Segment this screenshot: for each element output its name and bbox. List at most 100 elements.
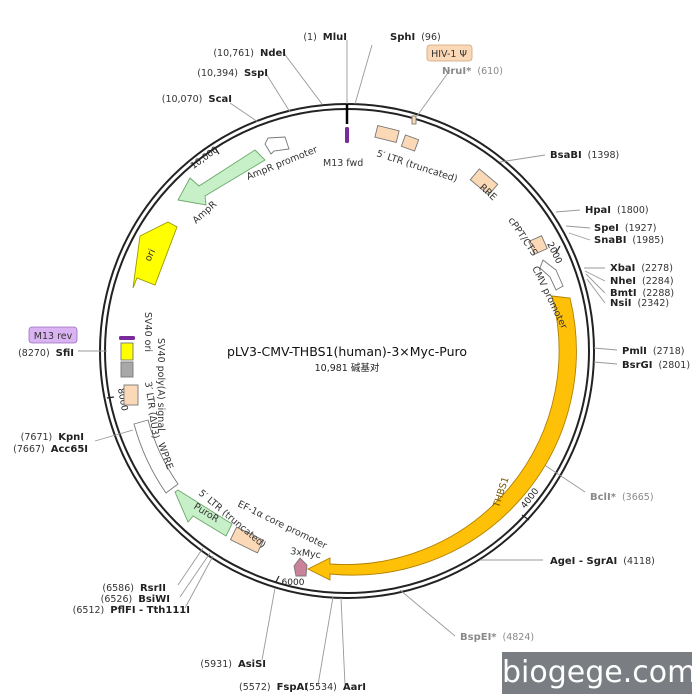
- primer-label-m13fwd: M13 fwd: [323, 158, 363, 169]
- restriction-site-name: BspEI*: [460, 632, 497, 643]
- restriction-site-position: (1398): [588, 150, 620, 161]
- restriction-site[interactable]: SpeI(1927): [594, 223, 656, 234]
- primer-bar-hiv1-psi: [411, 115, 417, 125]
- restriction-site-position: (2288): [643, 288, 675, 299]
- restriction-site[interactable]: BspEI* (4824): [460, 632, 534, 643]
- features: [120, 115, 577, 581]
- primer-m13-fwd[interactable]: [345, 127, 349, 143]
- restriction-site[interactable]: NheI (2284): [610, 276, 674, 287]
- restriction-site-position: (3665): [622, 492, 654, 503]
- restriction-site[interactable]: BclI*(3665): [590, 492, 654, 503]
- restriction-site-position: (6586): [102, 583, 134, 594]
- restriction-site-name: NdeI: [260, 48, 286, 59]
- restriction-site[interactable]: SnaBI(1985): [594, 235, 664, 246]
- restriction-site-position: (6512): [73, 605, 105, 616]
- primer-hiv1-psi[interactable]: HIV-1 Ψ: [426, 44, 473, 62]
- restriction-site-position: (1927): [625, 223, 657, 234]
- restriction-site-position: (5572): [239, 682, 271, 693]
- feature-5ltr-truncated-2[interactable]: [400, 134, 420, 152]
- restriction-site-position: (2718): [653, 346, 685, 357]
- restriction-site-name: NsiI: [610, 298, 631, 309]
- restriction-site-name: BsaBI: [550, 150, 582, 161]
- tick-label: 6000: [282, 578, 305, 588]
- restriction-site-position: (7667): [13, 444, 45, 455]
- restriction-site[interactable]: PflFI - Tth111I(6512): [73, 605, 190, 616]
- feature-puror[interactable]: [174, 489, 233, 537]
- feature-ef1a-promoter[interactable]: [229, 526, 265, 554]
- restriction-site[interactable]: SphI (96): [390, 32, 441, 43]
- restriction-site[interactable]: NsiI(2342): [610, 298, 669, 309]
- feature-3ltr[interactable]: [123, 384, 139, 406]
- restriction-site-position: (10,761): [213, 48, 254, 59]
- feature-rre[interactable]: [469, 168, 499, 196]
- feature-cppt-cts[interactable]: [528, 235, 548, 255]
- feature-label-sv40-polya: SV40 poly(A) signal: [155, 338, 166, 431]
- feature-sv40-ori[interactable]: [120, 342, 134, 361]
- restriction-site-position: (2801): [658, 360, 690, 371]
- restriction-site[interactable]: NruI* (610): [442, 66, 503, 77]
- restriction-site[interactable]: BsaBI (1398): [550, 150, 619, 161]
- restriction-site-position: (1): [303, 32, 316, 43]
- restriction-site[interactable]: RsrII (6586): [102, 583, 166, 594]
- restriction-site[interactable]: FspAI(5572): [239, 682, 308, 693]
- primer-m13-rev[interactable]: [119, 336, 135, 340]
- feature-label-cppt: cPPT/CTS: [506, 216, 540, 259]
- restriction-site[interactable]: SspI(10,394): [197, 68, 268, 79]
- restriction-site-name: NheI: [610, 276, 636, 287]
- feature-thbs1[interactable]: [306, 295, 577, 581]
- restriction-site-name: XbaI: [610, 263, 635, 274]
- restriction-site-position: (5534): [305, 682, 337, 693]
- restriction-site[interactable]: BsrGI(2801): [622, 360, 690, 371]
- restriction-site[interactable]: AsiSI(5931): [200, 659, 266, 670]
- restriction-site-name: KpnI: [58, 432, 84, 443]
- restriction-site[interactable]: Acc65I (7667): [13, 444, 88, 455]
- restriction-site-name: PmlI: [622, 346, 647, 357]
- feature-sv40-polya[interactable]: [120, 361, 134, 378]
- restriction-site[interactable]: AgeI - SgrAI(4118): [550, 556, 655, 567]
- plasmid-title: pLV3-CMV-THBS1(human)-3×Myc-Puro: [227, 344, 467, 359]
- restriction-site-position: (1800): [617, 205, 649, 216]
- restriction-site[interactable]: NdeI (10,761): [213, 48, 286, 59]
- restriction-site[interactable]: BsiWI (6526): [101, 594, 170, 605]
- feature-ori[interactable]: [132, 221, 178, 289]
- restriction-site-position: (7671): [21, 432, 53, 443]
- tick-label: 2000: [544, 241, 563, 266]
- restriction-site[interactable]: BmtI(2288): [610, 288, 674, 299]
- feature-wpre[interactable]: [133, 419, 179, 494]
- leader-lines: [78, 40, 618, 686]
- restriction-site-name: NruI*: [442, 66, 472, 77]
- restriction-site-name: SphI: [390, 32, 415, 43]
- primer-m13-rev-label[interactable]: M13 rev: [28, 326, 78, 344]
- feature-ampr-promoter[interactable]: [264, 136, 290, 155]
- restriction-site-name: BsiWI: [138, 594, 170, 605]
- restriction-site[interactable]: PmlI (2718): [622, 346, 685, 357]
- restriction-site-position: (610): [477, 66, 503, 77]
- feature-ampr[interactable]: [177, 149, 266, 206]
- restriction-site[interactable]: HpaI (1800): [585, 205, 649, 216]
- restriction-site-name: AarI: [343, 682, 366, 693]
- feature-label-3xmyc: 3xMyc: [290, 546, 322, 561]
- restriction-site[interactable]: ScaI(10,070): [162, 94, 232, 105]
- restriction-site-position: (5931): [200, 659, 232, 670]
- restriction-site-name: RsrII: [140, 583, 166, 594]
- restriction-site-position: (6526): [101, 594, 133, 605]
- feature-5ltr-truncated[interactable]: [374, 124, 400, 144]
- restriction-site[interactable]: XbaI (2278): [610, 263, 673, 274]
- feature-3xmyc[interactable]: [293, 557, 308, 577]
- restriction-site-position: (4824): [503, 632, 535, 643]
- sites-left: MluI (1) NdeI (10,761) SspI(10,394) ScaI(10,0…: [13, 32, 366, 693]
- restriction-site-position: (96): [421, 32, 441, 43]
- restriction-site-name: HpaI: [585, 205, 611, 216]
- restriction-site[interactable]: SfiI(8270): [18, 348, 74, 359]
- restriction-site-name: Acc65I: [51, 444, 88, 455]
- restriction-site-position: (2278): [641, 263, 673, 274]
- feature-cmv-promoter[interactable]: [539, 259, 564, 291]
- restriction-site[interactable]: KpnI (7671): [21, 432, 84, 443]
- restriction-site[interactable]: MluI (1): [303, 32, 347, 43]
- restriction-site[interactable]: AarI (5534): [305, 682, 366, 693]
- restriction-site-name: MluI: [323, 32, 347, 43]
- sites-right: SphI (96) NruI* (610) BsaBI (1398) HpaI (1800) S…: [390, 32, 690, 643]
- restriction-site-name: SspI: [244, 68, 268, 79]
- restriction-site-position: (2284): [642, 276, 674, 287]
